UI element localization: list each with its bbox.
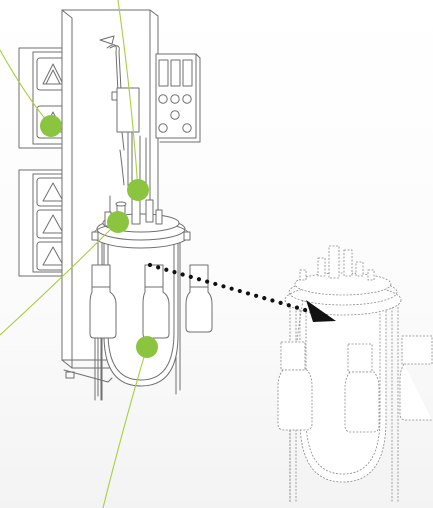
green-dot-icon[interactable] [136,336,158,358]
green-dot-icon[interactable] [127,179,149,201]
green-dot-icon[interactable] [40,115,62,137]
control-panel [156,54,200,142]
green-dot-icon[interactable] [107,211,129,233]
media-bottle [400,336,432,420]
